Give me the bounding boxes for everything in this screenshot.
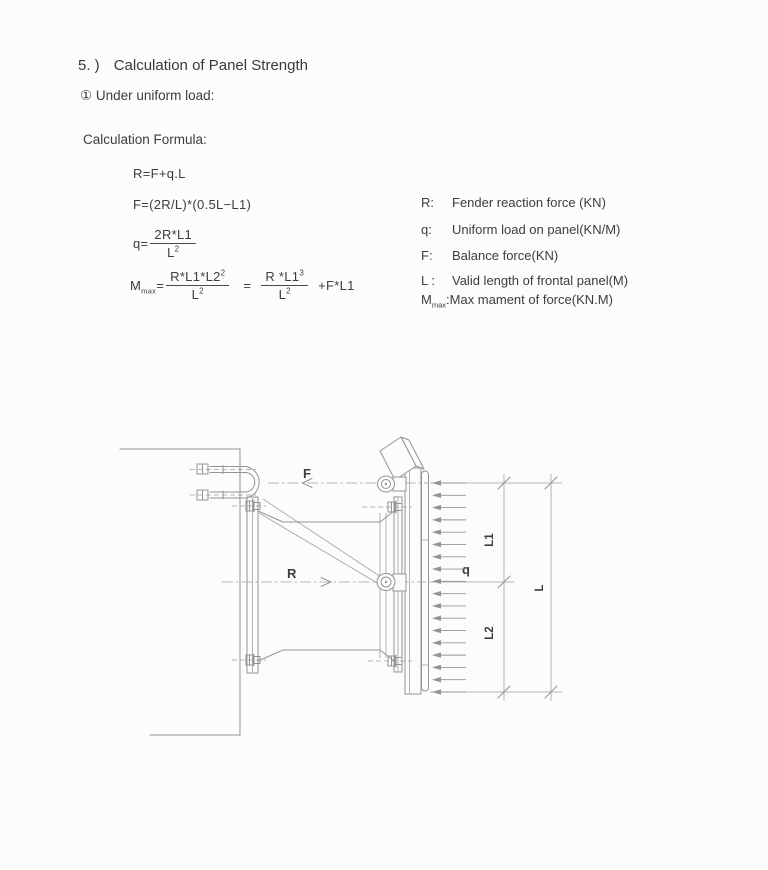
formula-balance-force: F=(2R/L)*(0.5L−L1)	[133, 197, 252, 212]
fraction-denominator: L2	[191, 286, 204, 302]
legend-text: Valid length of frontal panel(M)	[452, 273, 629, 288]
legend-row-l: L : Valid length of frontal panel(M)	[421, 273, 628, 288]
legend-row-mmax: Mmax: Max mament of force(KN.M)	[421, 292, 613, 310]
legend-symbol: F:	[421, 248, 433, 263]
legend-row-f: F: Balance force(KN)	[421, 248, 558, 263]
fraction: R *L13 L2	[261, 269, 309, 302]
quay-wall-outline	[119, 448, 241, 736]
legend-symbol: L :	[421, 273, 435, 288]
fraction-denominator: L2	[278, 286, 291, 302]
chain-lines	[258, 498, 382, 585]
formula-reaction: R=F+q.L	[133, 166, 186, 181]
fraction-numerator: 2R*L1	[150, 227, 197, 244]
subsection-heading: ① Under uniform load:	[80, 88, 215, 103]
u-bolt-anchor	[190, 463, 260, 501]
bolt	[387, 654, 403, 668]
fraction-numerator: R*L1*L22	[166, 269, 230, 286]
fender-left-flange	[246, 496, 259, 674]
flange-bolts	[232, 499, 412, 668]
equals-sign: =	[243, 278, 252, 293]
legend-text: Uniform load on panel(KN/M)	[452, 222, 621, 237]
formula-m-lhs: Mmax=	[130, 278, 165, 296]
top-chain-bracket-box	[379, 436, 425, 481]
legend-symbol: Mmax:	[421, 292, 450, 310]
dim-label-l2: L2	[484, 626, 496, 639]
formula-max-moment: Mmax= R*L1*L22 L2 = R *L13 L2 +F*L1	[130, 269, 355, 302]
top-eye-lug	[377, 475, 407, 493]
fraction-denominator: L2	[167, 244, 180, 260]
fraction: R*L1*L22 L2	[166, 269, 230, 302]
fraction: 2R*L1 L2	[150, 227, 197, 260]
middle-eye-lug	[376, 573, 407, 592]
formula-q-lhs: q=	[133, 236, 149, 251]
load-arrows	[432, 480, 466, 695]
legend-row-r: R: Fender reaction force (KN)	[421, 195, 606, 210]
fraction-numerator: R *L13	[261, 269, 309, 286]
legend-row-q: q: Uniform load on panel(KN/M)	[421, 222, 620, 237]
dim-label-l1: L1	[484, 533, 496, 547]
legend-text: Max mament of force(KN.M)	[449, 292, 613, 307]
dim-label-l: L	[534, 584, 546, 591]
page-title: Calculation of Panel Strength	[113, 57, 308, 74]
panel-face-pad	[421, 470, 429, 692]
legend-symbol: R:	[421, 195, 434, 210]
force-f-arrowhead	[301, 478, 313, 488]
force-r-label: R	[287, 566, 297, 581]
legend-symbol: q:	[421, 222, 432, 237]
section-number: 5. )	[78, 57, 100, 74]
formula-heading: Calculation Formula:	[83, 132, 207, 147]
force-f-label: F	[303, 466, 311, 481]
formula-tail: +F*L1	[318, 278, 355, 293]
legend-text: Fender reaction force (KN)	[452, 195, 606, 210]
legend-text: Balance force(KN)	[452, 248, 559, 263]
force-r-arrowhead	[320, 577, 333, 587]
frontal-panel-frame	[404, 467, 422, 695]
formula-uniform-load: q= 2R*L1 L2	[133, 227, 197, 260]
dim-ticks	[497, 476, 558, 699]
fender-body	[257, 510, 395, 662]
section-heading: 5. ) Calculation of Panel Strength	[78, 57, 308, 74]
